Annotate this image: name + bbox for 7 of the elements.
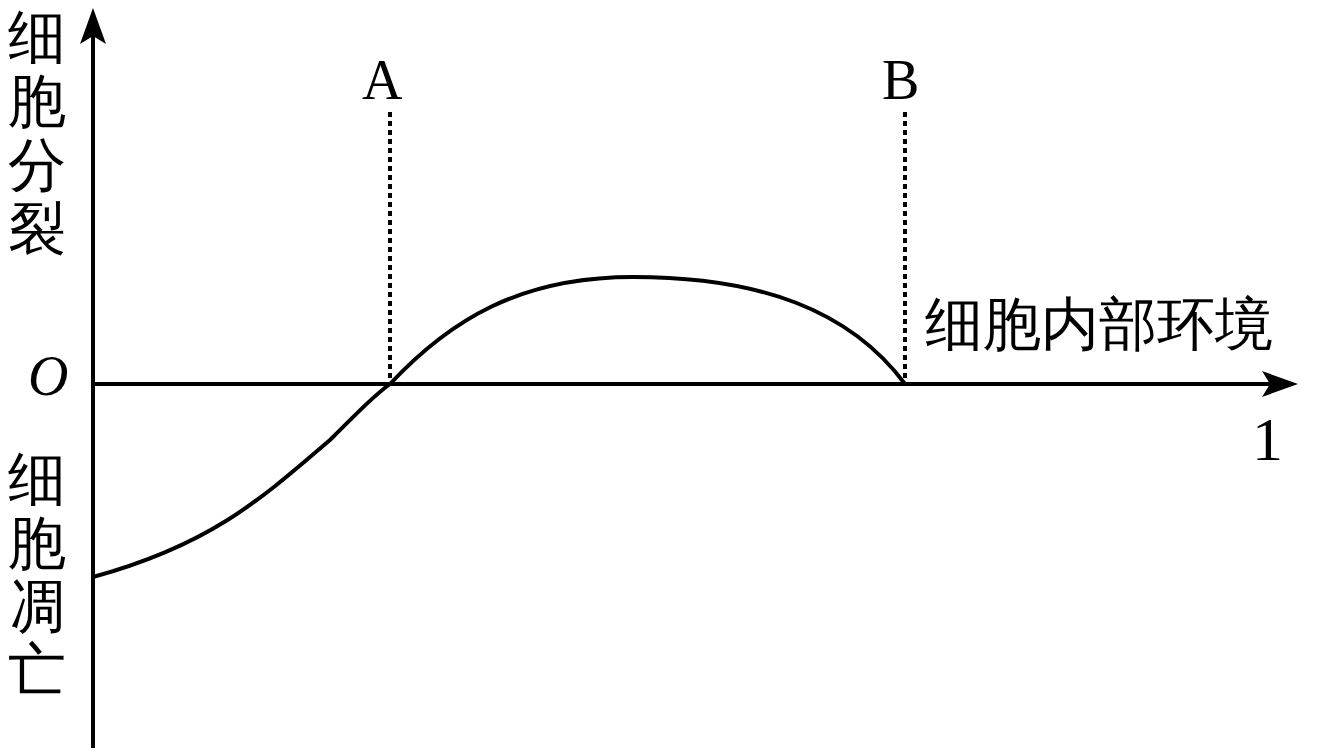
origin-label: O bbox=[28, 348, 69, 404]
point-label: B bbox=[882, 52, 920, 108]
axis-label: 细胞内部环境 bbox=[925, 296, 1273, 354]
axis-label: 细胞凋亡 bbox=[8, 448, 66, 704]
axis-label: 细胞分裂 bbox=[8, 6, 66, 262]
point-label: A bbox=[362, 52, 403, 108]
axis-label: 1 bbox=[1252, 408, 1283, 470]
